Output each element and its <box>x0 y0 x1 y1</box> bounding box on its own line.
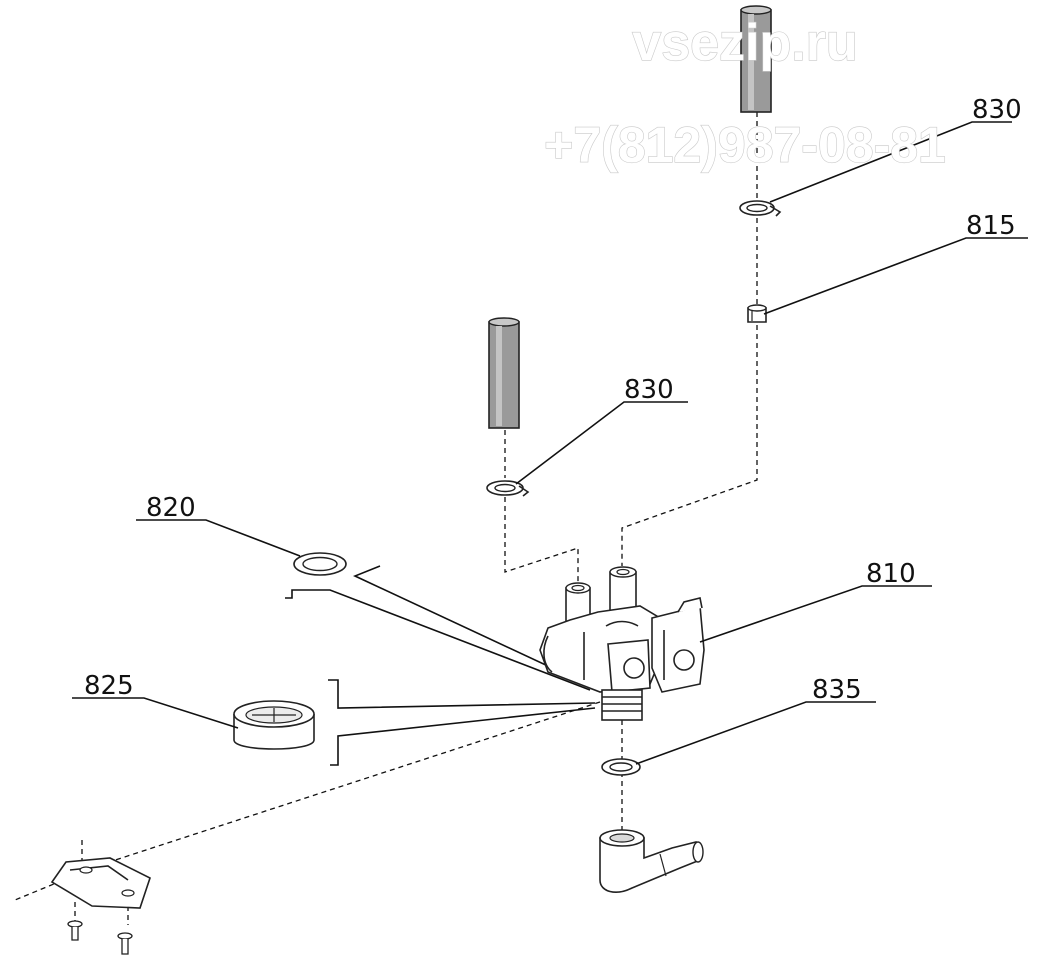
watermark-phone: +7(812)987-08-81 <box>544 117 946 173</box>
assembly-axis-lines <box>14 112 758 925</box>
gasket-820 <box>293 552 347 576</box>
elbow-fitting <box>599 829 704 893</box>
callout-label: 825 <box>84 671 134 701</box>
inlet-valve-810 <box>539 566 705 721</box>
flow-restrictor-815 <box>747 304 767 323</box>
callout-810: 810 <box>699 559 932 643</box>
callout-label: 820 <box>146 493 196 523</box>
bracket-lines <box>285 565 596 766</box>
callout-830-middle: 830 <box>515 375 688 485</box>
callout-label: 830 <box>972 95 1022 125</box>
callout-830-top: 830 <box>769 95 1022 203</box>
callout-label: 815 <box>966 211 1016 241</box>
washer-835 <box>601 758 641 776</box>
callout-label: 835 <box>812 675 862 705</box>
filter-825 <box>233 700 315 750</box>
mounting-bracket <box>50 857 151 909</box>
callout-825: 825 <box>72 671 239 729</box>
callout-835: 835 <box>635 675 876 765</box>
watermark-site: vsezip.ru <box>632 14 857 72</box>
callout-815: 815 <box>763 211 1028 315</box>
watermark: vsezip.ru +7(812)987-08-81 <box>544 13 947 173</box>
screw-left <box>67 920 83 941</box>
callout-label: 810 <box>866 559 916 589</box>
clamp-830-top <box>739 200 782 217</box>
callout-820: 820 <box>136 493 301 557</box>
hose-top <box>740 5 772 113</box>
clamp-830-middle <box>486 480 530 497</box>
callout-label: 830 <box>624 375 674 405</box>
hose-middle <box>488 317 520 429</box>
screw-right <box>117 932 133 955</box>
